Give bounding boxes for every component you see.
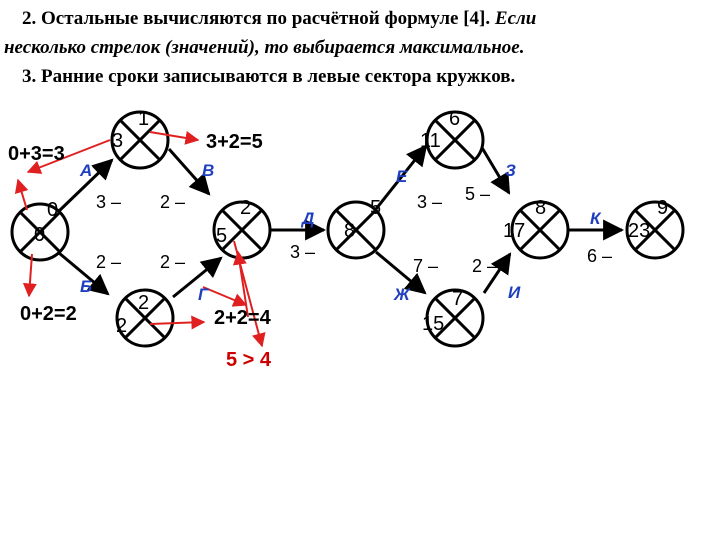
duration-k: 6 – [587,246,612,266]
work-label-zh: Ж [393,285,411,304]
event-node-4 [326,200,386,260]
event-number-3: 2 [240,197,251,219]
rule-line-1: 2. Остальные вычисляются по расчётной фо… [0,8,720,30]
annotation-arrow-7 [202,286,248,307]
event-number-5: 6 [449,108,460,130]
event-node-0 [10,202,70,262]
event-node-1 [110,110,170,170]
arrow-v [167,148,211,196]
arrow-g [172,256,223,299]
duration-b: 2 – [96,252,121,272]
event-node-2 [115,288,175,348]
annotation-arrow-3 [149,131,200,145]
arrow-a [57,158,114,213]
rule-line-1-italic: Если [494,8,537,29]
work-label-g: Г [198,285,210,304]
event-early-5: 11 [420,130,441,152]
work-label-v: В [202,161,214,180]
event-number-1: 1 [138,108,149,130]
calc-node-3-via-v: 3+2=5 [206,131,263,153]
duration-e: 3 – [417,192,442,212]
annotation-arrow-5 [149,315,206,330]
annotation-arrow-2 [14,178,29,211]
event-early-3: 5 [216,225,227,247]
event-node-5 [425,110,485,170]
event-node-6 [425,288,485,348]
work-label-i: И [508,283,521,302]
event-number-6: 7 [452,288,463,310]
annotation-arrow-8 [232,250,249,318]
event-early-8: 23 [628,220,650,242]
rule-line-3: 3. Ранние сроки записываются в левые сек… [22,66,516,87]
work-label-a: А [79,161,92,180]
duration-i: 2 – [472,256,497,276]
work-label-e: Е [396,167,408,186]
duration-v: 2 – [160,192,185,212]
arrow-b [58,251,110,296]
arrow-z [479,145,511,195]
arrow-e [374,144,428,210]
duration-zh: 7 – [413,256,438,276]
event-number-8: 9 [657,197,668,219]
rule-line-2: несколько стрелок (значений), то выбирае… [4,37,525,58]
annotation-arrow-4 [22,253,37,298]
event-number-0: 0 [47,199,58,221]
annotation-arrows [14,131,266,348]
calc-node-1: 0+3=3 [8,143,65,165]
comparison-result: 5 > 4 [226,349,272,371]
event-number-4: 5 [370,197,381,219]
event-number-7: 8 [535,197,546,219]
event-early-7: 17 [503,220,525,242]
event-early-6: 15 [422,313,444,335]
calc-node-3-via-g: 2+2=4 [214,307,272,329]
event-node-8 [625,200,685,260]
event-early-4: 8 [344,220,355,242]
work-label-z: З [505,161,516,180]
annotation-arrow-1 [26,139,111,174]
duration-z: 5 – [465,184,490,204]
duration-a: 3 – [96,192,121,212]
event-number-2: 2 [138,292,149,314]
arrow-i [482,252,512,294]
work-label-k: К [590,209,602,228]
event-node-7 [510,200,570,260]
calc-node-2: 0+2=2 [20,303,77,325]
work-arrows [57,144,625,299]
work-label-d: Д [300,209,314,228]
event-early-1: 3 [112,130,123,152]
work-label-b: Б [80,277,92,296]
event-number-0-early: 0 [34,224,45,246]
rule-line-1-text: 2. Остальные вычисляются по расчётной фо… [22,8,495,29]
event-early-2: 2 [116,315,127,337]
arrow-zh [375,250,427,295]
duration-g: 2 – [160,252,185,272]
duration-d: 3 – [290,242,315,262]
